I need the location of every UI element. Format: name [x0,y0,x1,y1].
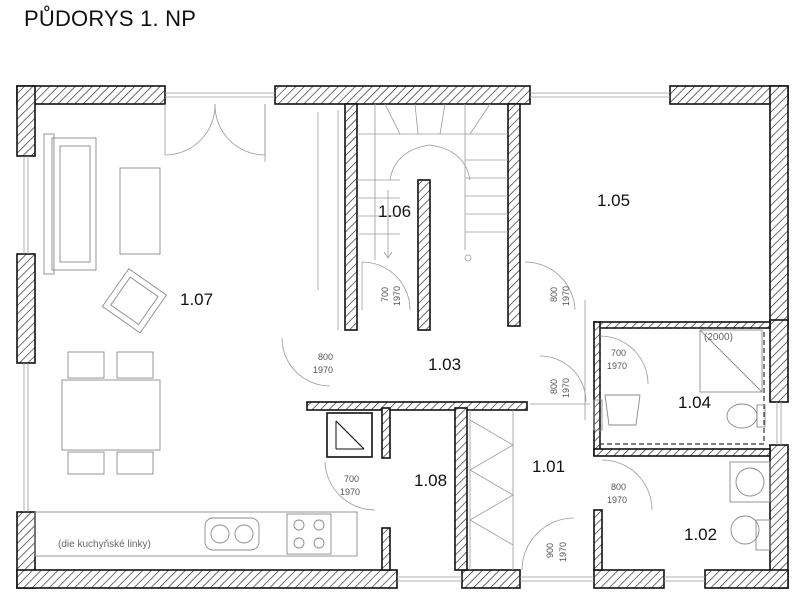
room-label-1-07: 1.07 [180,290,213,309]
door-dim-height: 1970 [340,487,360,497]
shower-note: (2000) [704,332,733,343]
exterior-walls [16,85,789,589]
door-swings [164,103,653,571]
door-dim-width: 800 [549,287,559,302]
door-dim-height: 1970 [561,286,571,306]
door-dim-width: 700 [611,348,626,358]
door-dim-width: 800 [318,352,333,362]
door-dim-width: 700 [380,287,390,302]
furniture [34,133,771,557]
guide-lines [264,104,590,570]
room-label-1-01: 1.01 [532,457,565,476]
kitchen-note: (die kuchyňské linky) [58,539,151,550]
chimney [326,412,373,458]
room-label-1-04: 1.04 [678,393,711,412]
room-label-1-02: 1.02 [684,525,717,544]
room-label-1-06: 1.06 [378,202,411,221]
page-title: PŮDORYS 1. NP [24,6,197,31]
door-dim-width: 800 [549,379,559,394]
door-dim-height: 1970 [607,361,627,371]
door-dim-width: 700 [344,474,359,484]
staircase [357,103,508,262]
room-label-1-03: 1.03 [428,355,461,374]
room-label-1-05: 1.05 [597,191,630,210]
door-dim-height: 1970 [561,378,571,398]
door-dim-height: 1970 [558,542,568,562]
door-dimensions: 800 1970 700 1970 800 1970 700 1970 800 … [313,286,627,562]
room-label-1-08: 1.08 [414,471,447,490]
door-dim-width: 800 [611,482,626,492]
room-labels: 1.07 1.06 1.05 1.03 1.04 1.08 1.01 1.02 [180,191,717,544]
door-dim-width: 900 [545,543,555,558]
door-dim-height: 1970 [607,495,627,505]
windows [23,92,782,582]
door-dim-height: 1970 [392,286,402,306]
interior-walls [306,103,771,571]
door-dim-height: 1970 [313,365,333,375]
